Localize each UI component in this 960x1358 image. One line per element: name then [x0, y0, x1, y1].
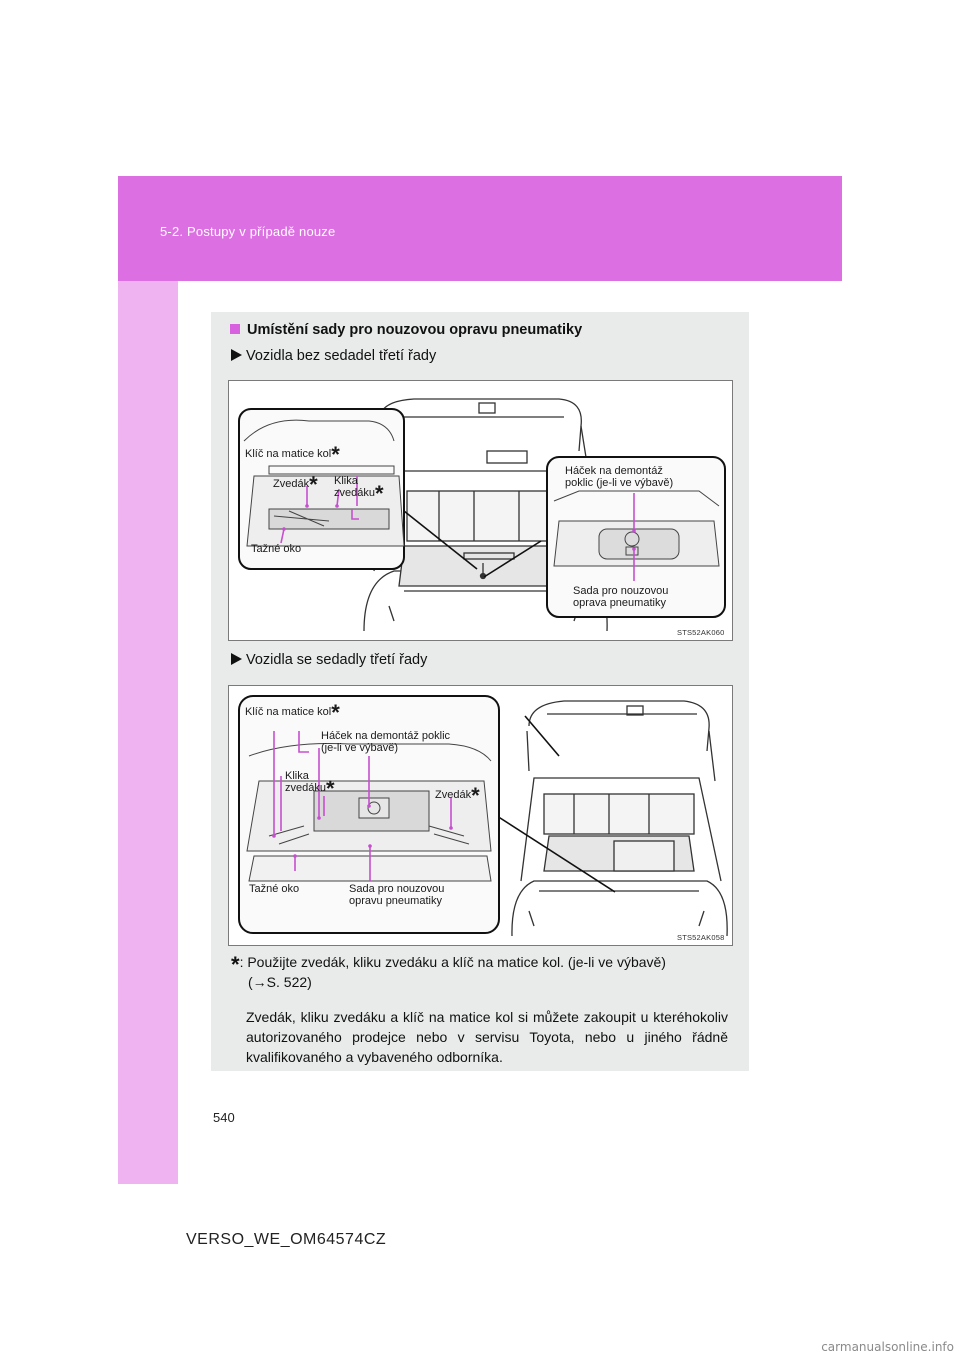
square-bullet-icon: [230, 324, 240, 334]
label-jack: Zvedák*: [273, 474, 318, 496]
asterisk-mark: *: [471, 783, 480, 808]
label-text: Zvedák: [435, 789, 472, 801]
subheading-text: Vozidla bez sedadel třetí řady: [246, 348, 437, 364]
figure-code: STS52AK058: [677, 933, 725, 942]
label-jack-handle: Klika zvedáku*: [285, 770, 335, 800]
label-jack-handle: Klika zvedáku*: [334, 475, 384, 505]
subheading-text: Vozidla se sedadly třetí řady: [246, 652, 428, 668]
figure-code: STS52AK060: [677, 628, 725, 637]
asterisk-mark: *: [325, 776, 335, 802]
section-title: Umístění sady pro nouzovou opravu pneuma…: [230, 322, 582, 338]
label-text: Klika zvedáku: [285, 770, 326, 795]
label-hubcap-hook: Háček na demontáž poklic (je-li ve výbav…: [565, 465, 674, 490]
label-towing-eye: Tažné oko: [249, 883, 300, 895]
asterisk-mark: *: [374, 481, 384, 507]
section-title-text: Umístění sady pro nouzovou opravu pneuma…: [247, 322, 583, 338]
label-text: Klíč na matice kol: [245, 706, 332, 718]
section-breadcrumb: 5-2. Postupy v případě nouze: [160, 224, 336, 239]
asterisk-mark: *: [309, 472, 318, 497]
page-number: 540: [213, 1110, 235, 1125]
header-band: [118, 176, 842, 281]
watermark: carmanualsonline.info: [821, 1340, 954, 1354]
document-code: VERSO_WE_OM64574CZ: [186, 1231, 387, 1248]
illustration-third-row: Klíč na matice kol* Háček na demontáž po…: [228, 685, 733, 946]
label-towing-eye: Tažné oko: [251, 543, 302, 555]
asterisk-mark: *: [331, 442, 340, 467]
label-jack: Zvedák*: [435, 785, 480, 807]
car-trunk-illustration: [238, 695, 728, 937]
label-hubcap-hook: Háček na demontáž poklic (je-li ve výbav…: [321, 730, 451, 755]
note-paragraph: Zvedák, kliku zvedáku a klíč na matice k…: [246, 1009, 728, 1065]
label-text: Klika zvedáku: [334, 475, 375, 500]
label-text: Klíč na matice kol: [245, 448, 332, 460]
label-wheel-nut-wrench: Klíč na matice kol*: [245, 702, 340, 724]
subheading-no-third-row: Vozidla bez sedadel třetí řady: [231, 348, 436, 364]
asterisk-mark: *: [331, 700, 340, 725]
footnote-asterisk: *: [231, 952, 240, 977]
triangle-bullet-icon: [231, 349, 242, 361]
label-text: Zvedák: [273, 478, 310, 490]
label-repair-kit: Sada pro nouzovou oprava pneumatiky: [573, 585, 669, 610]
illustration-no-third-row: Klíč na matice kol* Zvedák* Klika zvedák…: [228, 380, 733, 641]
footnote: *: Použijte zvedák, kliku zvedáku a klíč…: [231, 952, 741, 992]
footnote-text: : Použijte zvedák, kliku zvedáku a klíč …: [239, 954, 666, 970]
label-wheel-nut-wrench: Klíč na matice kol*: [245, 444, 340, 466]
page-reference: (→S. 522): [248, 974, 312, 990]
side-strip: [118, 281, 178, 1184]
subheading-third-row: Vozidla se sedadly třetí řady: [231, 652, 427, 668]
car-trunk-illustration: [238, 398, 726, 632]
triangle-bullet-icon: [231, 653, 242, 665]
label-repair-kit: Sada pro nouzovou opravu pneumatiky: [349, 883, 445, 908]
